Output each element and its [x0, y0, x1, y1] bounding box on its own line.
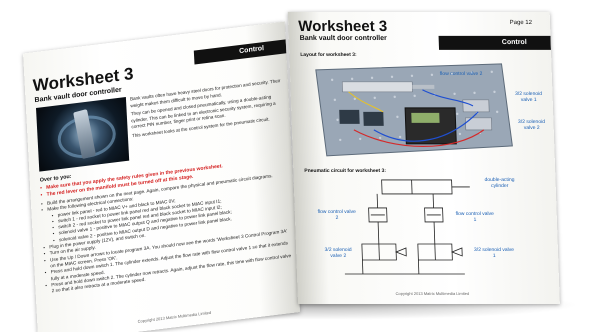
page-number: Page 12 — [509, 19, 533, 26]
miac-screen — [411, 112, 440, 123]
cylinder-body — [341, 81, 413, 93]
left-page: Control Worksheet 3 Bank vault door cont… — [23, 21, 300, 332]
left-header-tab: Control — [193, 39, 287, 65]
board-label-solenoid-valve-2: 3/2 solenoid valve 2 — [517, 118, 546, 131]
yellow-wire — [348, 91, 384, 113]
vault-door-photo — [35, 96, 130, 172]
solenoid-valve-2-block — [465, 117, 493, 131]
blue-tube — [373, 111, 479, 142]
right-header-tab-label: Control — [501, 38, 527, 46]
right-page-title: Worksheet 3 — [298, 17, 388, 35]
right-page-subtitle: Bank vault door controller — [299, 34, 387, 42]
right-footer: Copyright 2013 Matrix Multimedia Limited — [395, 290, 470, 296]
pneumatic-circuit-diagram — [344, 179, 470, 275]
circuit-label-sv2: 3/2 solenoid valve 2 — [324, 246, 352, 259]
left-footer: Copyright 2013 Matrix Multimedia Limited — [137, 309, 212, 324]
board-label-flow-control: flow control valve 2 — [439, 70, 483, 77]
circuit-label-cylinder: double-acting cylinder — [484, 176, 515, 189]
layout-label: Layout for worksheet 3: — [300, 51, 357, 58]
intro-text: Bank vaults often have heavy steel doors… — [130, 78, 284, 142]
cylinder-rod — [412, 84, 435, 89]
solenoid-valve-1-block — [462, 99, 490, 113]
red-wire — [353, 129, 485, 148]
blue-tube-2 — [422, 89, 474, 107]
left-header-tab-label: Control — [238, 45, 265, 56]
switch-1 — [339, 109, 360, 124]
right-page: Worksheet 3 Bank vault door controller P… — [287, 11, 560, 304]
circuit-label-sv1: 3/2 solenoid valve 1 — [473, 246, 515, 259]
board-label-solenoid-valve-1: 3/2 solenoid valve 1 — [514, 90, 543, 103]
circuit-label-fcv2: flow control valve 2 — [317, 208, 357, 221]
circuit-lines — [344, 179, 470, 275]
layout-board-illustration — [315, 63, 513, 157]
switch-2 — [363, 111, 384, 126]
circuit-label-fcv1: flow control valve 1 — [455, 210, 495, 223]
right-header-tab: Control — [438, 35, 551, 50]
